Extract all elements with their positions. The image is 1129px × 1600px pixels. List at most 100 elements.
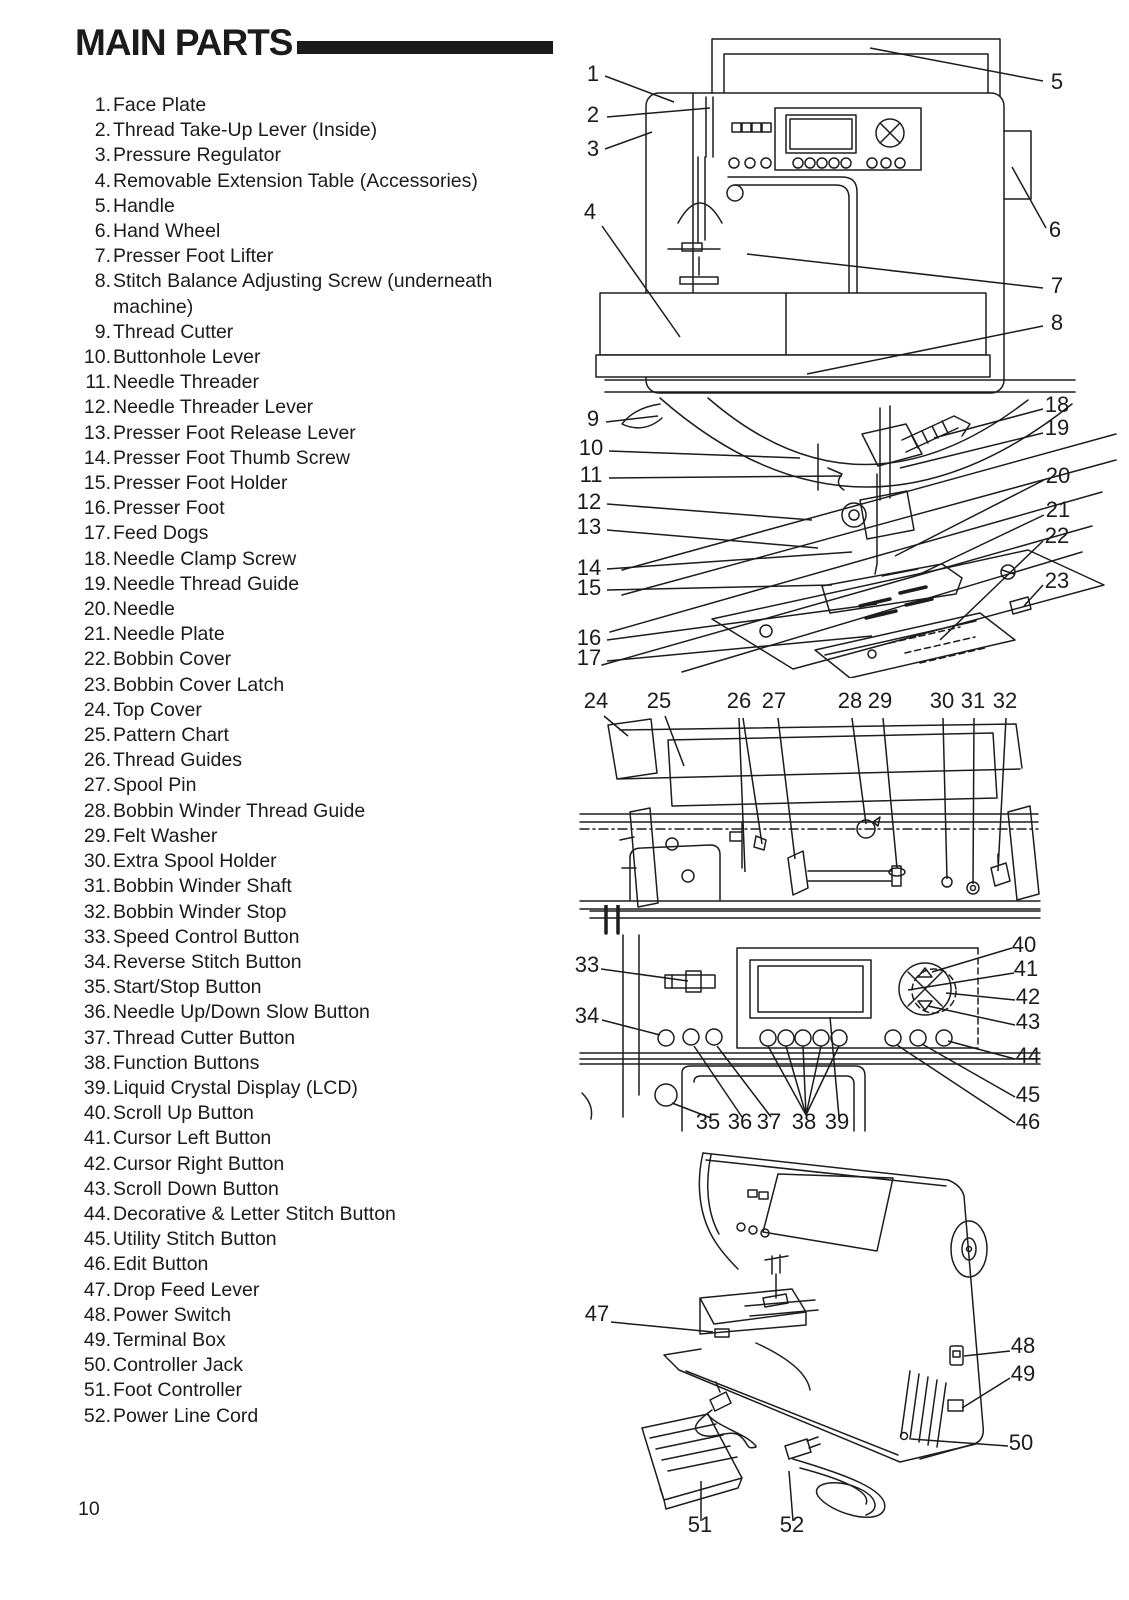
callout-number: 18 [1045, 392, 1069, 417]
callout-number: 45 [1016, 1082, 1040, 1107]
callout-leader-line [921, 1043, 1016, 1098]
part-label: Edit Button [113, 1253, 209, 1276]
part-label: Extra Spool Holder [113, 850, 277, 873]
power-line-cord [792, 1458, 886, 1518]
part-number: 10. [83, 346, 111, 369]
callout-leader-line [997, 717, 1007, 872]
callout-number: 31 [961, 688, 985, 713]
callout-leader-line [671, 1102, 712, 1119]
part-number: 49. [83, 1328, 111, 1351]
hand-wheel [950, 1220, 988, 1278]
parts-list-item: 52.Power Line Cord [78, 1404, 558, 1429]
bobbin-cover-latch [1009, 596, 1032, 615]
part-number: 18. [83, 547, 111, 570]
callout-leader-line [851, 717, 867, 825]
part-number: 6. [94, 220, 111, 243]
callout-number: 4 [584, 199, 596, 224]
callout-leader-line [933, 408, 1044, 439]
callout-number: 10 [579, 435, 603, 460]
parts-list-item: 29.Felt Washer [78, 824, 558, 849]
callout-leader-line [601, 225, 681, 338]
part-number: 17. [83, 522, 111, 545]
parts-list-item: 5.Handle [78, 194, 558, 219]
part-number: 48. [83, 1303, 111, 1326]
extension-table [599, 292, 987, 356]
callout-leader-line [805, 1045, 822, 1116]
callout-number: 26 [727, 688, 751, 713]
part-number: 12. [83, 396, 111, 419]
parts-list-item: 34.Reverse Stitch Button [78, 950, 558, 975]
spool-pin [787, 850, 809, 896]
part-label: Speed Control Button [113, 925, 300, 948]
callout-leader-line [742, 717, 763, 845]
arrow-pad [898, 962, 952, 1016]
part-label: Power Switch [113, 1303, 232, 1326]
part-number: 43. [83, 1177, 111, 1200]
callout-number: 7 [1051, 273, 1063, 298]
part-number: 33. [83, 925, 111, 948]
thread-guides [729, 821, 767, 869]
callout-leader-line [605, 415, 659, 423]
callout-leader-line [606, 635, 873, 662]
part-label: Feed Dogs [113, 522, 209, 545]
parts-list-item: 27.Spool Pin [78, 773, 558, 798]
parts-list-item: 32.Bobbin Winder Stop [78, 900, 558, 925]
callout-number: 42 [1016, 984, 1040, 1009]
part-label: Scroll Down Button [113, 1177, 279, 1200]
part-number: 42. [83, 1152, 111, 1175]
callout-leader-line [869, 47, 1044, 82]
part-label: Needle [113, 598, 175, 621]
part-number: 9. [94, 320, 111, 343]
terminal-box [947, 1399, 964, 1412]
callout-leader-line [601, 1019, 661, 1036]
bobbin-winder-stop [990, 853, 1011, 887]
power-switch [949, 1345, 964, 1366]
callout-leader-line [894, 479, 1045, 557]
machine-top-edge [702, 1152, 949, 1187]
lcd-display [785, 114, 857, 154]
pattern-chart [667, 732, 998, 807]
callout-number: 30 [930, 688, 954, 713]
function-buttons [657, 1028, 953, 1047]
foot-controller [641, 1413, 743, 1510]
needle [874, 473, 878, 575]
presser-foot [821, 563, 963, 614]
callout-leader-line [910, 1438, 1009, 1447]
callout-leader-line [606, 529, 819, 549]
parts-list-item: 10.Buttonhole Lever [78, 345, 558, 370]
parts-list-item: 14.Presser Foot Thumb Screw [78, 446, 558, 471]
parts-list-item: 6.Hand Wheel [78, 219, 558, 244]
part-label: Drop Feed Lever [113, 1278, 260, 1301]
part-number: 14. [83, 446, 111, 469]
controller-cable [694, 1409, 757, 1449]
part-label: Handle [113, 194, 175, 217]
callout-leader-line [604, 75, 675, 103]
part-label: Felt Washer [113, 824, 218, 847]
callout-leader-line [802, 1045, 807, 1116]
part-label: Bobbin Winder Stop [113, 900, 287, 923]
needle-clamp [861, 423, 923, 467]
thumb-screw [841, 502, 867, 528]
callout-leader-line [716, 1045, 772, 1118]
part-number: 4. [94, 169, 111, 192]
part-label: Presser Foot Release Lever [113, 421, 356, 444]
part-number: 47. [83, 1278, 111, 1301]
callout-leader-line [942, 717, 948, 880]
callout-leader-line [606, 584, 833, 591]
controller-plug [709, 1381, 732, 1412]
part-label: Bobbin Winder Shaft [113, 875, 292, 898]
part-number: 36. [83, 1001, 111, 1024]
callout-number: 1 [587, 61, 599, 86]
machine-base [595, 354, 991, 378]
part-number: 24. [83, 698, 111, 721]
part-number: 15. [83, 472, 111, 495]
parts-list-item: 22.Bobbin Cover [78, 647, 558, 672]
callout-number: 50 [1009, 1430, 1033, 1455]
parts-list-item: 49.Terminal Box [78, 1328, 558, 1353]
spool-spindle [807, 865, 902, 887]
callout-number: 40 [1012, 932, 1036, 957]
callout-number: 12 [577, 489, 601, 514]
part-number: 40. [83, 1102, 111, 1125]
parts-list-item: 2.Thread Take-Up Lever (Inside) [78, 118, 558, 143]
parts-list-item: 30.Extra Spool Holder [78, 849, 558, 874]
